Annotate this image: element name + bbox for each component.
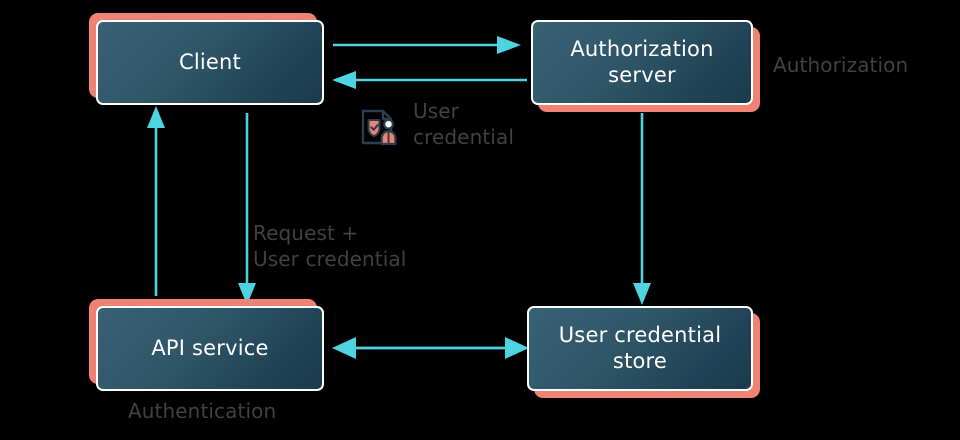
user-credential-document-icon (361, 109, 397, 146)
arrow-auth-server-to-cred-store (633, 113, 651, 305)
node-user-credential-store-body: User credential store (527, 306, 753, 391)
node-user-credential-store[interactable]: User credential store (527, 306, 760, 398)
node-authorization-server-body: Authorization server (531, 20, 753, 105)
node-api-service-label: API service (151, 335, 269, 360)
caption-user-credential: User credential (413, 99, 514, 149)
arrow-client-to-auth-server (333, 36, 521, 54)
node-api-service-body: API service (96, 306, 324, 391)
caption-authentication: Authentication (128, 399, 277, 423)
user-credential-icon-wrap (359, 106, 401, 148)
arrow-client-to-api-service (238, 113, 256, 305)
caption-request-user-credential: Request + User credential (253, 221, 407, 271)
arrow-auth-server-to-client (332, 71, 527, 89)
node-client-body: Client (96, 20, 324, 105)
node-authorization-server-label: Authorization server (570, 36, 714, 87)
node-client-label: Client (179, 49, 241, 74)
node-authorization-server[interactable]: Authorization server (531, 20, 760, 112)
node-client[interactable]: Client (89, 13, 324, 105)
arrow-api-service-cred-store-bidirectional (332, 337, 529, 359)
node-api-service[interactable]: API service (89, 299, 324, 391)
caption-authorization: Authorization (773, 53, 909, 77)
node-user-credential-store-label: User credential store (558, 322, 722, 373)
arrow-api-service-to-client (147, 106, 165, 296)
